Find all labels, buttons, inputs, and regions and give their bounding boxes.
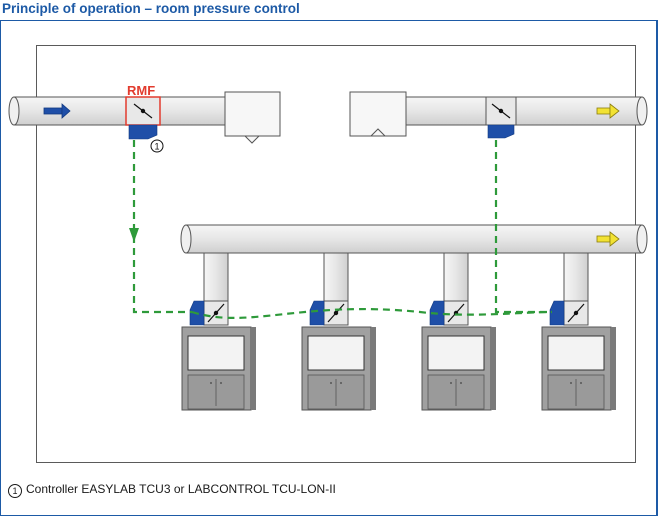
room-boundary <box>36 45 636 463</box>
page-title: Principle of operation – room pressure c… <box>2 1 300 16</box>
actuator-icon <box>128 124 158 140</box>
exhaust-flow-arrow-icon <box>596 103 620 119</box>
signal-direction-arrow <box>129 228 139 242</box>
supply-damper-rmf <box>125 96 161 126</box>
legend-text: Controller EASYLAB TCU3 or LABCONTROL TC… <box>26 482 336 496</box>
legend: 1 Controller EASYLAB TCU3 or LABCONTROL T… <box>8 481 336 498</box>
circled-number-icon: 1 <box>150 139 164 153</box>
figure-frame <box>0 20 658 516</box>
fume-cupboard-unit <box>541 252 616 411</box>
fume-cupboard-unit <box>301 252 376 411</box>
rmf-label: RMF <box>127 83 155 98</box>
exhaust-flow-arrow-icon <box>596 231 620 247</box>
legend-number: 1 <box>8 484 22 498</box>
supply-silencer <box>224 91 281 144</box>
signal-line <box>132 140 553 320</box>
marker-number: 1 <box>154 142 159 152</box>
exhaust-grille-box <box>349 91 407 137</box>
supply-duct <box>8 96 227 126</box>
actuator-icon <box>487 124 515 139</box>
exhaust-damper <box>485 96 517 126</box>
supply-flow-arrow-icon <box>43 103 71 119</box>
fume-cupboard-unit <box>181 252 256 411</box>
fume-cupboard-unit <box>421 252 496 411</box>
exhaust-header-duct <box>180 224 648 254</box>
